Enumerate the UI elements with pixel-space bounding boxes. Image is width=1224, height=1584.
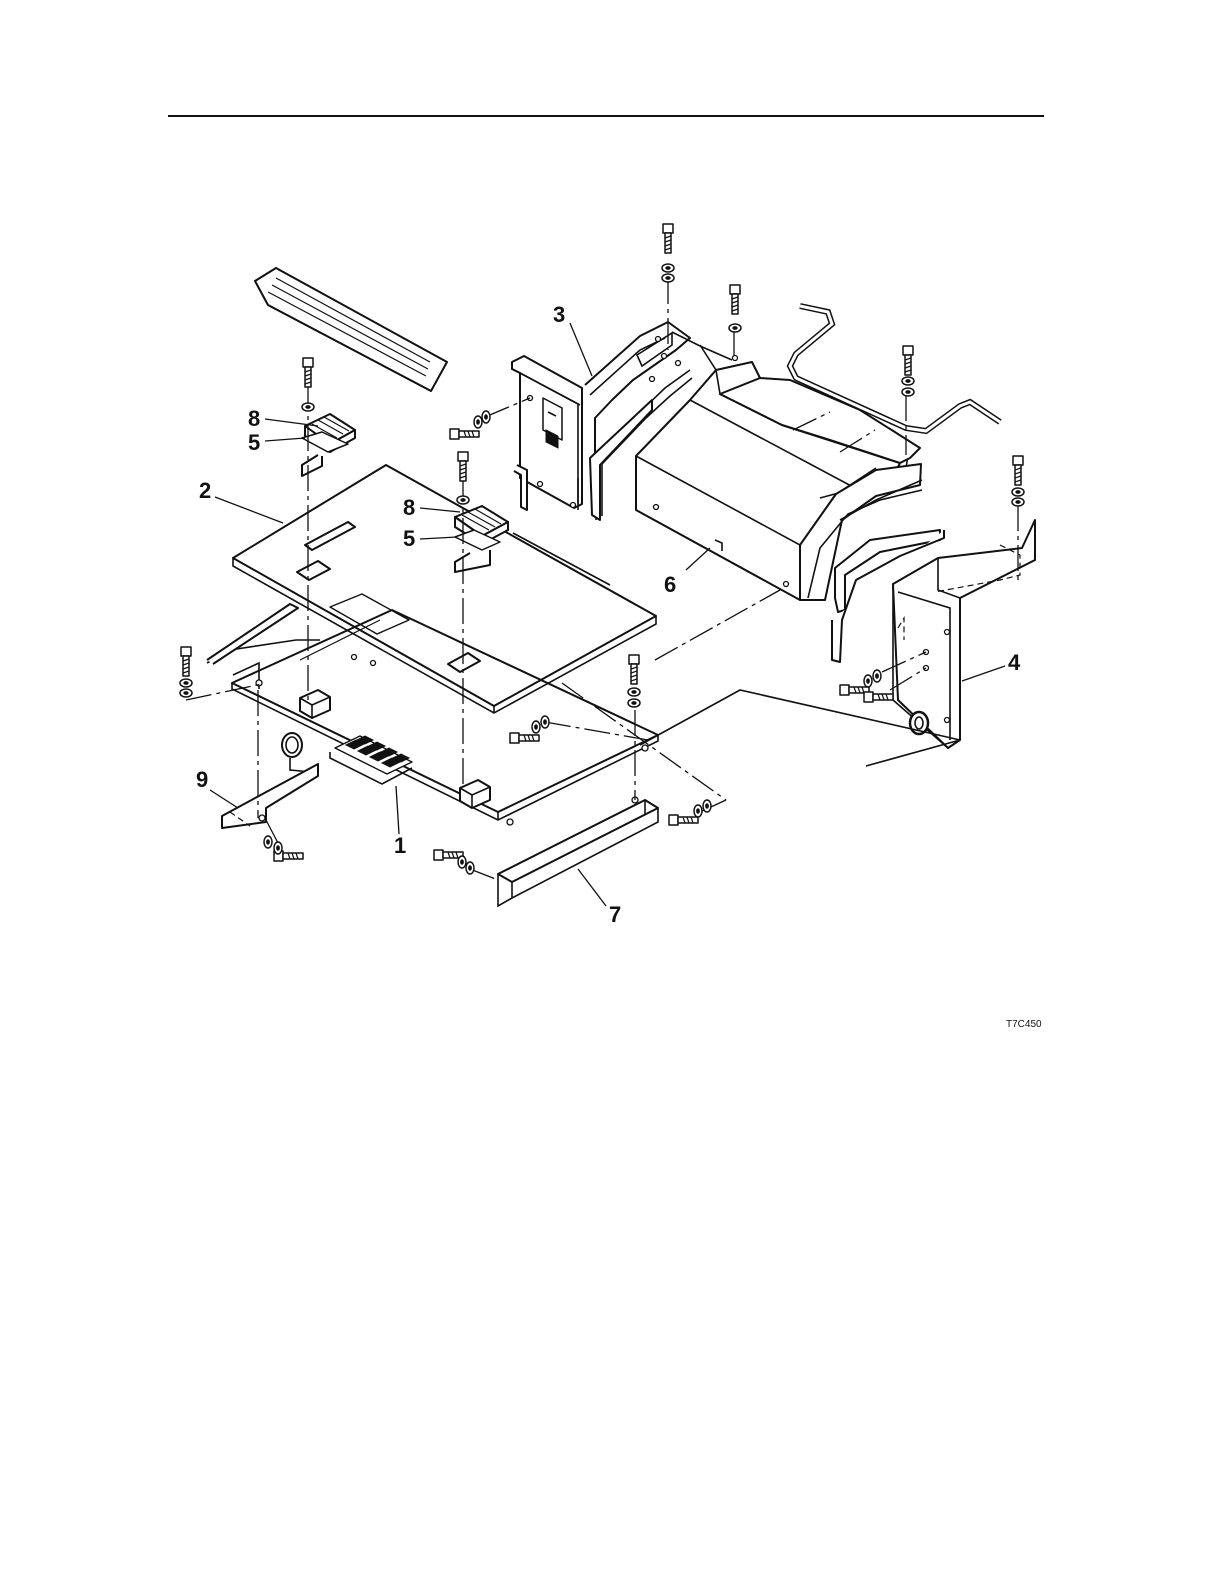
callout-9: 9 xyxy=(196,767,208,792)
callout-3: 3 xyxy=(553,302,565,327)
hose-clamp xyxy=(282,733,312,772)
step-trim-part xyxy=(255,268,447,391)
callout-7: 7 xyxy=(609,902,621,927)
callout-2: 2 xyxy=(199,478,211,503)
pedal-left xyxy=(302,414,355,476)
callout-5-left: 5 xyxy=(248,430,260,455)
callout-1: 1 xyxy=(394,833,406,858)
callout-8-right: 8 xyxy=(403,495,415,520)
louver-grid xyxy=(330,736,412,912)
callout-5-right: 5 xyxy=(403,526,415,551)
figure-id-label: T7C450 xyxy=(1006,1019,1042,1030)
right-side-panel xyxy=(893,520,1035,748)
callout-8-left: 8 xyxy=(248,406,260,431)
bracket-9 xyxy=(222,764,318,828)
callout-6: 6 xyxy=(664,572,676,597)
side-rail xyxy=(498,797,658,906)
callout-4: 4 xyxy=(1008,650,1021,675)
